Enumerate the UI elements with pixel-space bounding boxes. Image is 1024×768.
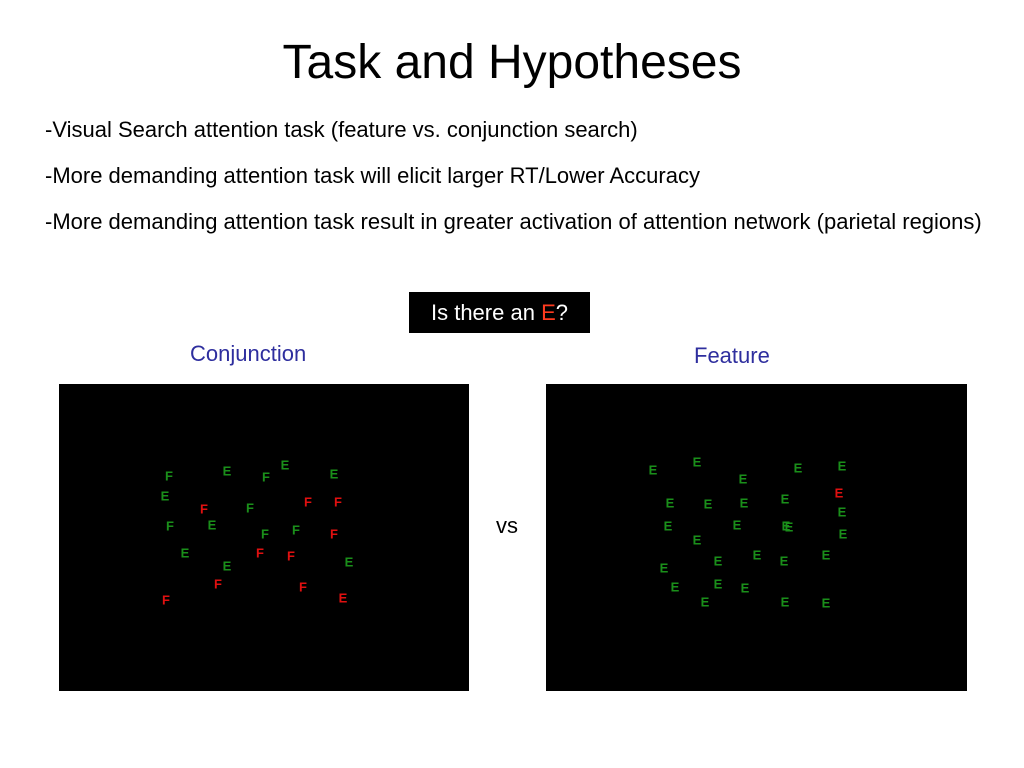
question-target-letter: E	[541, 300, 556, 325]
stimulus-letter: F	[292, 522, 300, 538]
stimulus-letter: F	[166, 518, 174, 534]
stimulus-letter: F	[261, 526, 269, 542]
stimulus-letter: E	[740, 580, 750, 596]
stimulus-letter: E	[837, 458, 847, 474]
stimulus-letter: E	[665, 495, 675, 511]
stimulus-letter: E	[713, 576, 723, 592]
stimulus-letter: E	[781, 518, 791, 534]
stimulus-letter: E	[752, 547, 762, 563]
stimulus-letter: E	[703, 496, 713, 512]
vs-label: vs	[496, 513, 518, 538]
stimulus-letter: E	[821, 547, 831, 563]
stimulus-letter: E	[663, 518, 673, 534]
stimulus-letter: E	[329, 466, 339, 482]
stimulus-letter: E	[670, 579, 680, 595]
stimulus-letter: F	[262, 469, 270, 485]
stimulus-letter: E	[732, 517, 742, 533]
stimulus-letter: F	[162, 592, 170, 608]
stimulus-letter: E	[838, 526, 848, 542]
question-suffix: ?	[555, 300, 568, 325]
stimulus-letter: F	[214, 576, 222, 592]
stimulus-letter: E	[648, 462, 658, 478]
stimulus-letter: F	[299, 579, 307, 595]
stimulus-letter: E	[834, 485, 844, 501]
stimulus-letter: F	[165, 468, 173, 484]
conjunction-label: Conjunction	[190, 341, 307, 366]
stimulus-letter: E	[180, 545, 190, 561]
stimulus-letter: E	[160, 488, 170, 504]
search-question: Is there an E?	[409, 292, 590, 333]
stimulus-letter: E	[793, 460, 803, 476]
stimulus-letter: F	[256, 545, 264, 561]
question-prefix: Is there an	[430, 300, 542, 325]
stimulus-letter: E	[338, 590, 348, 606]
stimulus-letter: F	[246, 500, 254, 516]
stimulus-letter: F	[330, 526, 338, 542]
stimulus-letter: F	[304, 494, 312, 510]
stimulus-letter: F	[200, 501, 208, 517]
stimulus-letter: E	[713, 553, 723, 569]
stimulus-letter: E	[222, 558, 232, 574]
slide-title: Task and Hypotheses	[282, 36, 742, 89]
stimulus-letter: E	[779, 553, 789, 569]
stimulus-letter: E	[344, 554, 354, 570]
feature-label: Feature	[694, 343, 770, 368]
stimulus-letter: E	[659, 560, 669, 576]
stimulus-letter: E	[780, 491, 790, 507]
stimulus-letter: E	[784, 519, 794, 535]
bullet-item: -Visual Search attention task (feature v…	[45, 117, 638, 142]
stimulus-letter: F	[334, 494, 342, 510]
stimulus-letter: E	[780, 594, 790, 610]
stimulus-letter: E	[739, 495, 749, 511]
bullet-list: -Visual Search attention task (feature v…	[45, 114, 985, 252]
stimulus-letter: E	[280, 457, 290, 473]
stimulus-letter: E	[222, 463, 232, 479]
stimulus-letter: E	[837, 504, 847, 520]
stimulus-letter: E	[821, 595, 831, 611]
stimulus-letter: E	[207, 517, 217, 533]
bullet-item: -More demanding attention task will elic…	[45, 163, 700, 188]
stimulus-letter: E	[700, 594, 710, 610]
stimulus-letter: E	[738, 471, 748, 487]
bullet-item: -More demanding attention task result in…	[45, 209, 982, 234]
stimulus-letter: F	[287, 548, 295, 564]
stimulus-letter: E	[692, 532, 702, 548]
stimulus-letter: E	[692, 454, 702, 470]
